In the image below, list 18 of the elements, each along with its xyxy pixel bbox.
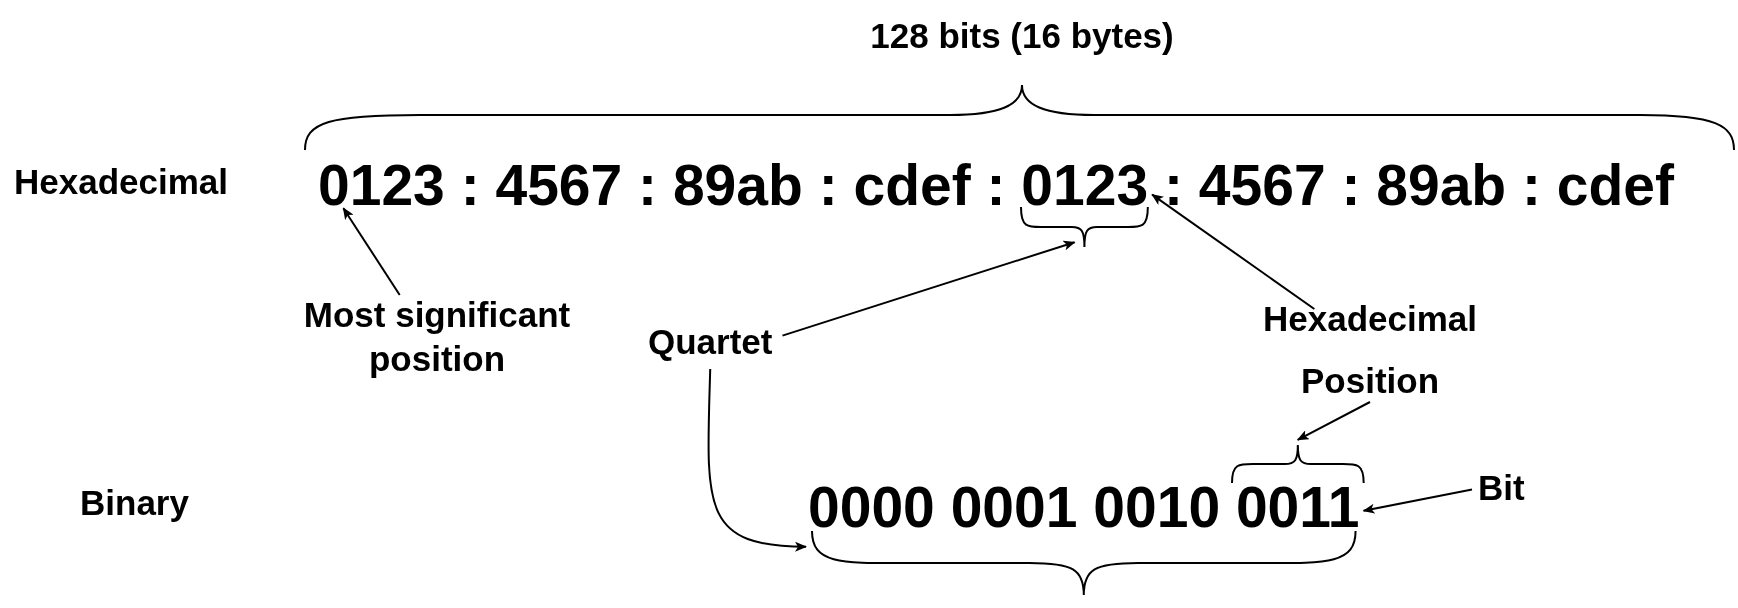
curly-brace [812, 530, 1356, 597]
arrow [342, 207, 401, 296]
annotation-text: Most significant position [272, 293, 602, 381]
annotation-text: Quartet [648, 320, 773, 364]
arrow [707, 368, 807, 552]
row-label: Binary [80, 482, 189, 524]
arrow [1296, 401, 1371, 441]
arrow [781, 240, 1076, 337]
annotation-text: Bit [1478, 466, 1525, 510]
binary-value: 0000 0001 0010 0011 [808, 472, 1360, 542]
curly-brace [1021, 206, 1149, 249]
annotation-text: Hexadecimal Position [1220, 288, 1520, 412]
bit-length-label: 128 bits (16 bytes) [870, 15, 1174, 57]
arrow [1151, 193, 1316, 310]
row-label: Hexadecimal [14, 161, 229, 203]
hexadecimal-address: 0123 : 4567 : 89ab : cdef : 0123 : 4567 : 89ab : cdef [318, 150, 1675, 220]
curly-brace [1231, 443, 1364, 484]
arrow [1362, 488, 1473, 514]
